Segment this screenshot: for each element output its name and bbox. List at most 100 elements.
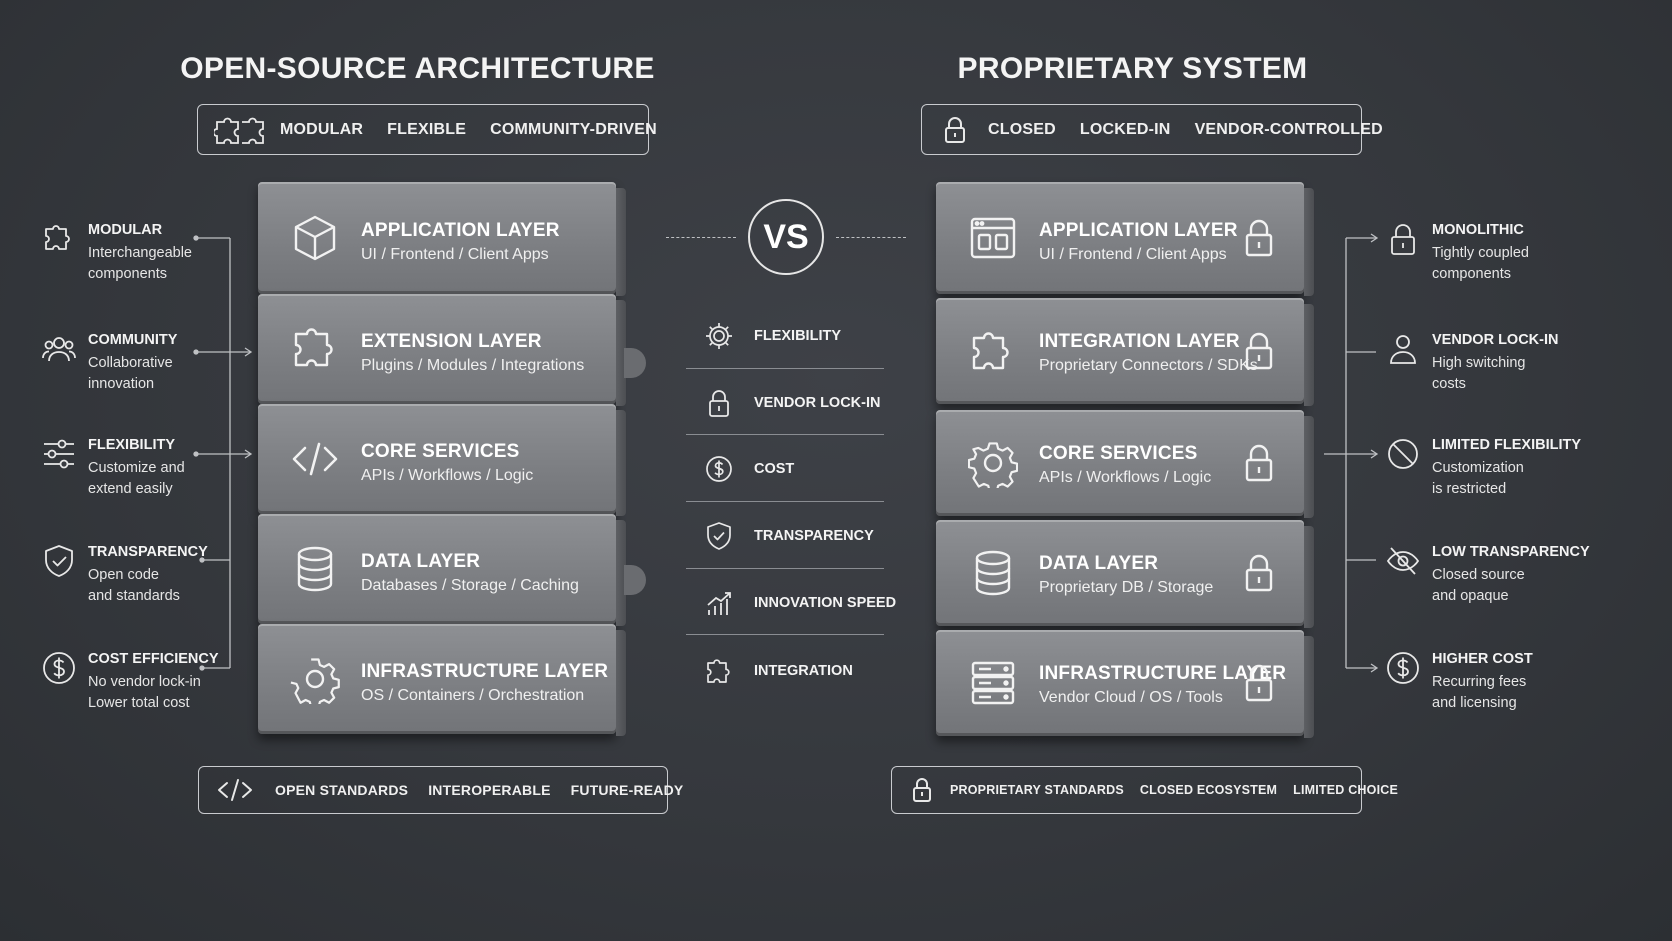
right-connector-lines: [1324, 233, 1379, 673]
layer-subtitle: Proprietary DB / Storage: [1039, 579, 1214, 596]
left-tag-modular: MODULAR: [280, 120, 364, 138]
criteria-flexibility: FLEXIBILITY: [686, 303, 884, 369]
layer-subtitle: APIs / Workflows / Logic: [1039, 469, 1212, 486]
database-icon: [290, 544, 340, 594]
left-footer-open-standards: OPEN STANDARDS: [275, 782, 409, 798]
feature-title: HIGHER COST: [1432, 651, 1533, 667]
left-tag-community: COMMUNITY-DRIVEN: [490, 120, 657, 138]
criteria-label: FLEXIBILITY: [754, 328, 841, 344]
feature-desc: is restricted: [1432, 481, 1507, 497]
feature-desc: Customization: [1432, 460, 1524, 476]
layer-title: APPLICATION LAYER: [361, 220, 560, 241]
feature-desc: extend easily: [88, 481, 173, 497]
feature-desc: Customize and: [88, 460, 185, 476]
left-connector-lines: [193, 235, 253, 671]
feature-title: LIMITED FLEXIBILITY: [1432, 437, 1582, 453]
criteria-label: INNOVATION SPEED: [754, 595, 897, 611]
dollar-icon: [1386, 651, 1420, 685]
feature-title: MODULAR: [88, 222, 163, 238]
right-footer-pill: PROPRIETARY STANDARDS CLOSED ECOSYSTEM L…: [891, 766, 1398, 814]
feature-title: COMMUNITY: [88, 332, 178, 348]
left-feature-flexibility: FLEXIBILITY Customize and extend easily: [42, 437, 185, 500]
left-feature-community: COMMUNITY Collaborative innovation: [42, 332, 177, 395]
feature-desc: innovation: [88, 376, 155, 392]
server-icon: [968, 658, 1018, 708]
left-layer-core-services: CORE SERVICES APIs / Workflows / Logic: [258, 404, 626, 516]
gear-icon: [704, 321, 734, 351]
criteria-cost: COST: [686, 436, 884, 502]
puzzle-pieces-icon: [214, 113, 266, 147]
layer-subtitle: Plugins / Modules / Integrations: [361, 357, 585, 374]
chart-growth-icon: [704, 588, 734, 618]
vs-dash-left: [666, 237, 736, 238]
right-footer-closed-ecosystem: CLOSED ECOSYSTEM: [1139, 783, 1278, 797]
left-footer-interoperable: INTEROPERABLE: [428, 782, 551, 798]
right-title: PROPRIETARY SYSTEM: [957, 52, 1308, 85]
layer-title: DATA LAYER: [1039, 553, 1159, 574]
feature-desc: Lower total cost: [88, 695, 190, 711]
people-icon: [42, 332, 76, 366]
left-layer-application: APPLICATION LAYER UI / Frontend / Client…: [258, 182, 626, 296]
right-tag-locked-in: LOCKED-IN: [1079, 120, 1171, 138]
feature-desc: High switching: [1432, 355, 1526, 371]
layer-title: APPLICATION LAYER: [1039, 220, 1238, 241]
feature-title: MONOLITHIC: [1432, 222, 1524, 238]
layer-title: INFRASTRUCTURE LAYER: [1039, 663, 1287, 684]
vs-badge: VS: [748, 199, 824, 275]
criteria-label: INTEGRATION: [754, 663, 853, 679]
feature-desc: costs: [1432, 376, 1466, 392]
app-window-icon: [968, 213, 1018, 263]
feature-desc: and standards: [88, 588, 180, 604]
left-tags-pill: MODULAR FLEXIBLE COMMUNITY-DRIVEN: [197, 104, 657, 155]
layer-title: INTEGRATION LAYER: [1039, 331, 1240, 352]
right-footer-limited-choice: LIMITED CHOICE: [1293, 783, 1399, 797]
feature-desc: Closed source: [1432, 567, 1525, 583]
left-layer-infrastructure: INFRASTRUCTURE LAYER OS / Containers / O…: [258, 624, 626, 736]
gear-icon: [290, 654, 340, 704]
vs-dash-right: [836, 237, 906, 238]
right-feature-limited-flexibility: LIMITED FLEXIBILITY Customization is restr…: [1386, 437, 1581, 500]
lock-icon: [1244, 331, 1274, 371]
right-layer-data: DATA LAYER Proprietary DB / Storage: [936, 520, 1314, 628]
eye-off-icon: [1386, 544, 1420, 578]
criteria-transparency: TRANSPARENCY: [686, 503, 884, 569]
layer-subtitle: Databases / Storage / Caching: [361, 577, 579, 594]
criteria-label: VENDOR LOCK-IN: [754, 395, 881, 411]
dollar-icon: [42, 651, 76, 685]
right-tags-pill: CLOSED LOCKED-IN VENDOR-CONTROLLED: [921, 104, 1383, 155]
criteria-vendor-lock-in: VENDOR LOCK-IN: [686, 370, 884, 436]
lock-icon: [1244, 663, 1274, 703]
layer-subtitle: UI / Frontend / Client Apps: [361, 246, 549, 263]
layer-subtitle: UI / Frontend / Client Apps: [1039, 246, 1227, 263]
layer-subtitle: Proprietary Connectors / SDKs: [1039, 357, 1258, 374]
right-tag-closed: CLOSED: [988, 120, 1056, 138]
criteria-integration: INTEGRATION: [686, 638, 884, 704]
feature-title: TRANSPARENCY: [88, 544, 208, 560]
left-title: OPEN-SOURCE ARCHITECTURE: [180, 52, 655, 85]
feature-title: COST EFFICIENCY: [88, 651, 219, 667]
right-feature-vendor-lock-in: VENDOR LOCK-IN High switching costs: [1386, 332, 1558, 395]
dollar-icon: [704, 454, 734, 484]
lock-icon: [1244, 443, 1274, 483]
layer-title: INFRASTRUCTURE LAYER: [361, 661, 609, 682]
feature-desc: components: [88, 266, 167, 282]
feature-desc: Tightly coupled: [1432, 245, 1529, 261]
feature-title: FLEXIBILITY: [88, 437, 175, 453]
left-layer-data: DATA LAYER Databases / Storage / Caching: [258, 514, 626, 626]
puzzle-icon: [968, 326, 1018, 376]
feature-title: VENDOR LOCK-IN: [1432, 332, 1559, 348]
left-footer-future-ready: FUTURE-READY: [570, 782, 684, 798]
right-tag-vendor-controlled: VENDOR-CONTROLLED: [1194, 120, 1383, 138]
sliders-icon: [42, 437, 76, 471]
layer-subtitle: APIs / Workflows / Logic: [361, 467, 534, 484]
puzzle-icon: [42, 222, 76, 256]
feature-desc: No vendor lock-in: [88, 674, 201, 690]
criteria-label: COST: [754, 461, 795, 477]
feature-desc: Interchangeable: [88, 245, 192, 261]
feature-desc: Collaborative: [88, 355, 173, 371]
left-footer-pill: OPEN STANDARDS INTEROPERABLE FUTURE-READ…: [198, 766, 683, 814]
